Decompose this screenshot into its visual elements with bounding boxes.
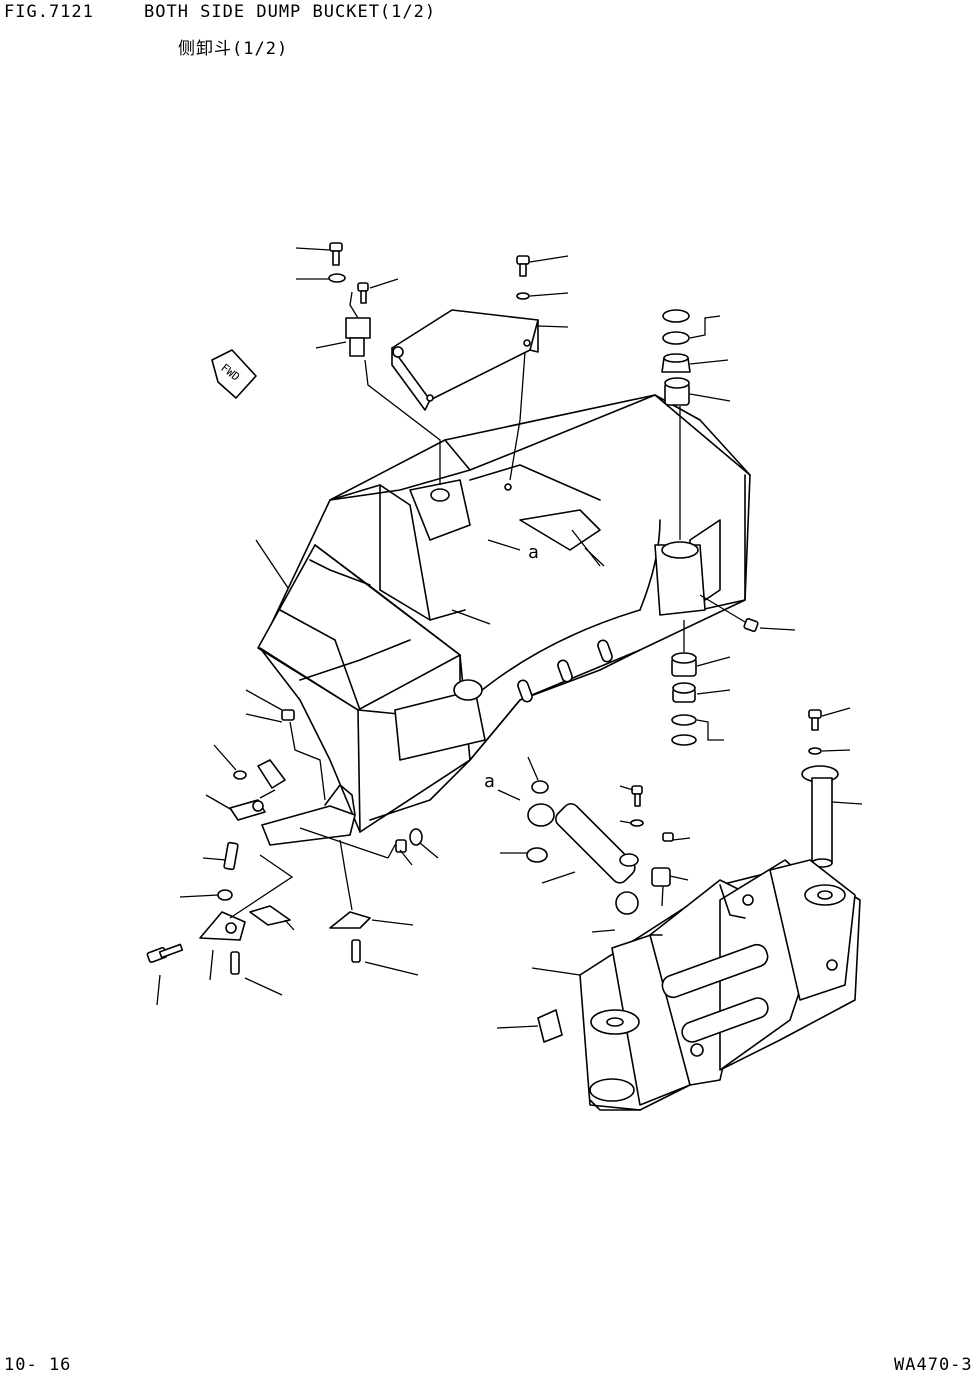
large-pin (801, 707, 863, 868)
upper-left-fasteners (295, 242, 441, 485)
bracket-block (496, 1009, 563, 1043)
model-code: WA470-3 (894, 1355, 971, 1375)
top-cover-plate (391, 309, 539, 411)
figure-title: BOTH SIDE DUMP BUCKET(1/2) (144, 2, 437, 22)
ref-label-upper: a (528, 542, 539, 563)
bucket-body (257, 394, 751, 833)
figure-number: FIG.7121 (4, 2, 94, 22)
fwd-direction-marker: FWD (211, 349, 257, 399)
cylinder-mount-fasteners (591, 785, 691, 933)
body-leader-lines: a (255, 529, 605, 625)
ref-label-lower: a (484, 771, 495, 792)
lower-right-bushing-stack (671, 594, 796, 746)
page-number: 10- 16 (4, 1355, 72, 1375)
bucket-teeth-adapters (146, 689, 439, 1006)
linkage-carrier-assembly (531, 859, 861, 1111)
hydraulic-cylinder: a (484, 756, 639, 915)
upper-center-fasteners (509, 255, 569, 481)
figure-subtitle: 侧卸斗(1/2) (178, 39, 289, 59)
upper-right-bushing-stack (661, 309, 731, 540)
